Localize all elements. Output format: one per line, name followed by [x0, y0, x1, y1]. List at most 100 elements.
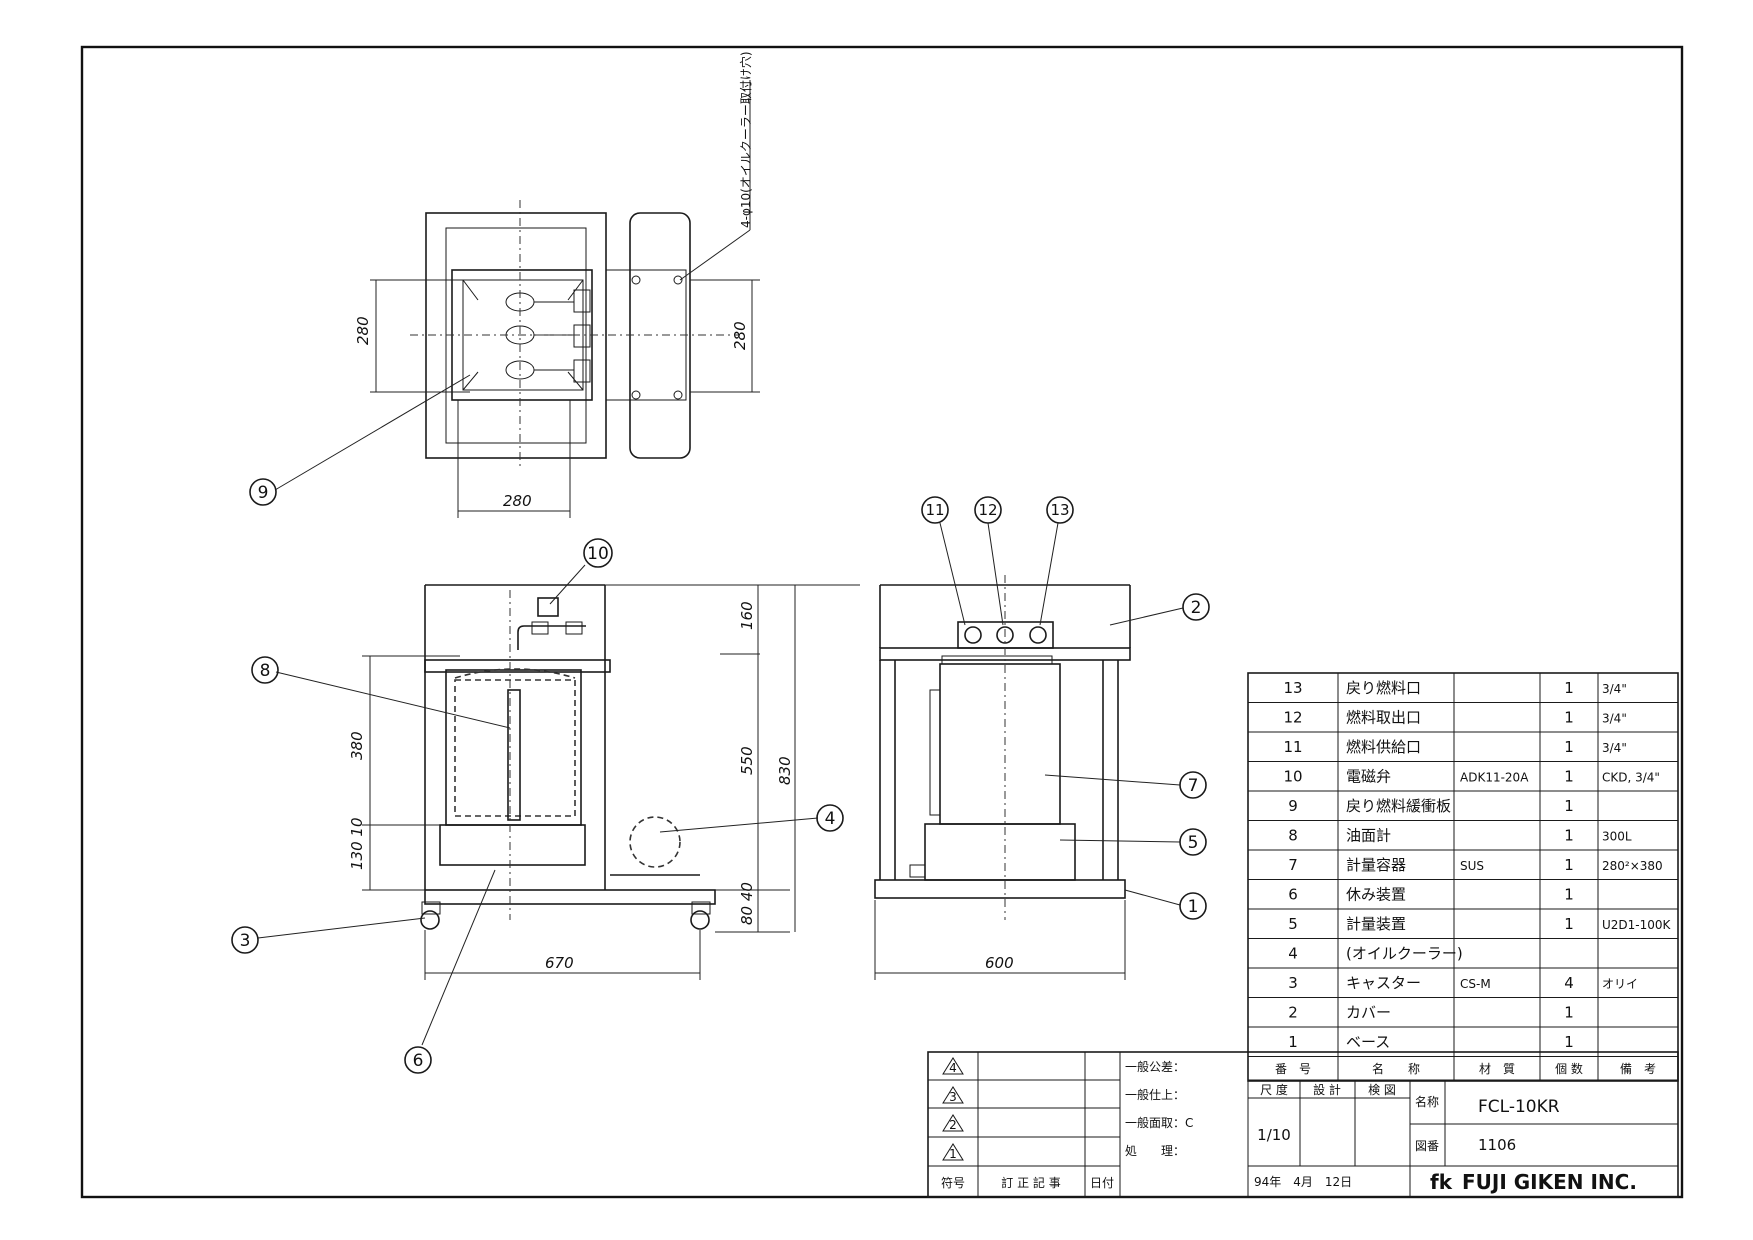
parts-row-12-qty: 1 [1564, 709, 1574, 727]
revision-2: 2 [949, 1118, 957, 1132]
parts-row-11-remarks: 3/4" [1602, 741, 1627, 755]
revision-1: 1 [949, 1147, 957, 1161]
revision-symbols: 4 3 2 1 [942, 1057, 964, 1161]
revision-header-date: 日付 [1090, 1176, 1114, 1190]
dim-130-10: 130 10 [348, 817, 366, 870]
dim-160: 160 [738, 601, 756, 630]
parts-row-5-no: 5 [1288, 915, 1298, 933]
parts-row-13-remarks: 3/4" [1602, 682, 1627, 696]
parts-row-2-qty: 1 [1564, 1004, 1574, 1022]
balloon-2-label: 2 [1191, 598, 1202, 618]
dim-550: 550 [738, 746, 756, 775]
drawing-number: 1106 [1478, 1136, 1516, 1154]
parts-row-5-qty: 1 [1564, 915, 1574, 933]
parts-row-7-no: 7 [1288, 856, 1298, 874]
scale-value: 1/10 [1257, 1126, 1291, 1144]
caster-left [420, 910, 440, 930]
plan-tank-inner [462, 279, 584, 391]
dim-130: 130 [348, 841, 366, 870]
mounting-hole-note: 4-φ10(オイルクーラー取付け穴) [738, 51, 753, 228]
balloon-7 [1179, 771, 1207, 799]
general-tolerance: 一般公差： [1125, 1059, 1185, 1074]
balloon-5-label: 5 [1188, 833, 1199, 853]
parts-row-8-qty: 1 [1564, 827, 1574, 845]
parts-row-12-name: 燃料取出口 [1346, 709, 1421, 727]
parts-row-5-name: 計量装置 [1346, 915, 1406, 933]
base-front [424, 889, 716, 905]
cover-flange [424, 659, 611, 673]
parts-row-4-no: 4 [1288, 945, 1298, 963]
balloon-13-label: 13 [1050, 501, 1069, 519]
parts-row-12-remarks: 3/4" [1602, 712, 1627, 726]
dim-80-40: 80 40 [738, 882, 756, 925]
parts-row-7-remarks: 280²×380 [1602, 859, 1663, 873]
weighing-unit-side [924, 823, 1076, 881]
design-label: 設 計 [1313, 1082, 1341, 1097]
parts-row-10-name: 電磁弁 [1346, 768, 1391, 786]
balloon-9-label: 9 [258, 483, 269, 503]
parts-row-1-no: 1 [1288, 1033, 1298, 1051]
parts-row-2-no: 2 [1288, 1004, 1298, 1022]
port-13 [1029, 626, 1047, 644]
dim-40: 40 [738, 882, 756, 901]
parts-row-5-remarks: U2D1-100K [1602, 918, 1672, 932]
oil-cooler-front [629, 816, 681, 868]
parts-row-9-qty: 1 [1564, 797, 1574, 815]
revision-header-content: 訂 正 記 事 [1001, 1175, 1060, 1190]
parts-row-7-material: SUS [1460, 859, 1484, 873]
parts-header-no: 番 号 [1275, 1062, 1311, 1076]
weighing-unit-front [439, 824, 586, 866]
balloon-4-label: 4 [825, 809, 836, 829]
dim-380: 380 [348, 731, 366, 760]
drawing-date: 94年 4月 12日 [1254, 1175, 1352, 1189]
name-label: 名称 [1415, 1094, 1439, 1109]
parts-row-3-remarks: オリイ [1602, 977, 1638, 991]
caster-right [690, 910, 710, 930]
revision-header-symbol: 符号 [941, 1175, 965, 1190]
parts-row-10-material: ADK11-20A [1460, 771, 1529, 785]
parts-row-10-no: 10 [1283, 768, 1302, 786]
parts-row-10-qty: 1 [1564, 768, 1574, 786]
drawing-no-label: 図番 [1415, 1139, 1439, 1153]
balloon-10-label: 10 [587, 544, 609, 564]
scale-label: 尺 度 [1260, 1082, 1288, 1097]
parts-row-3-name: キャスター [1346, 974, 1421, 992]
revision-4: 4 [949, 1061, 957, 1075]
parts-row-3-qty: 4 [1564, 974, 1574, 992]
balloon-3 [231, 926, 259, 954]
balloon-11 [921, 496, 949, 524]
base-side [874, 879, 1126, 899]
parts-row-13-name: 戻り燃料口 [1346, 679, 1421, 697]
side-view: 600 [874, 575, 1131, 980]
parts-row-6-qty: 1 [1564, 886, 1574, 904]
dim-10: 10 [348, 817, 366, 836]
parts-row-3-material: CS-M [1460, 977, 1491, 991]
balloon-2 [1182, 593, 1210, 621]
company-name: FUJI GIKEN INC. [1462, 1170, 1637, 1194]
solenoid-valve [537, 597, 559, 617]
parts-row-11-no: 11 [1283, 738, 1302, 756]
port-11 [964, 626, 982, 644]
balloon-10 [583, 538, 613, 568]
dim-plan-right: 280 [731, 321, 749, 350]
parts-header-name: 名 称 [1372, 1061, 1420, 1076]
parts-row-8-remarks: 300L [1602, 830, 1632, 844]
balloon-3-label: 3 [240, 931, 251, 951]
parts-row-6-no: 6 [1288, 886, 1298, 904]
parts-header-remarks: 備 考 [1620, 1061, 1656, 1076]
dim-830: 830 [776, 756, 794, 785]
balloon-8-label: 8 [260, 661, 271, 681]
surface-treatment: 処 理： [1125, 1144, 1185, 1158]
plan-fittings [505, 289, 591, 383]
parts-header-qty: 個 数 [1555, 1061, 1583, 1076]
balloon-6 [404, 1046, 432, 1074]
parts-row-12-no: 12 [1283, 709, 1302, 727]
parts-row-11-qty: 1 [1564, 738, 1574, 756]
balloon-1 [1179, 892, 1207, 920]
parts-row-7-qty: 1 [1564, 856, 1574, 874]
level-gauge [507, 689, 521, 821]
measuring-vessel-side [939, 663, 1061, 825]
drawing-border [80, 45, 1684, 1199]
parts-row-6-name: 休み装置 [1346, 886, 1406, 904]
